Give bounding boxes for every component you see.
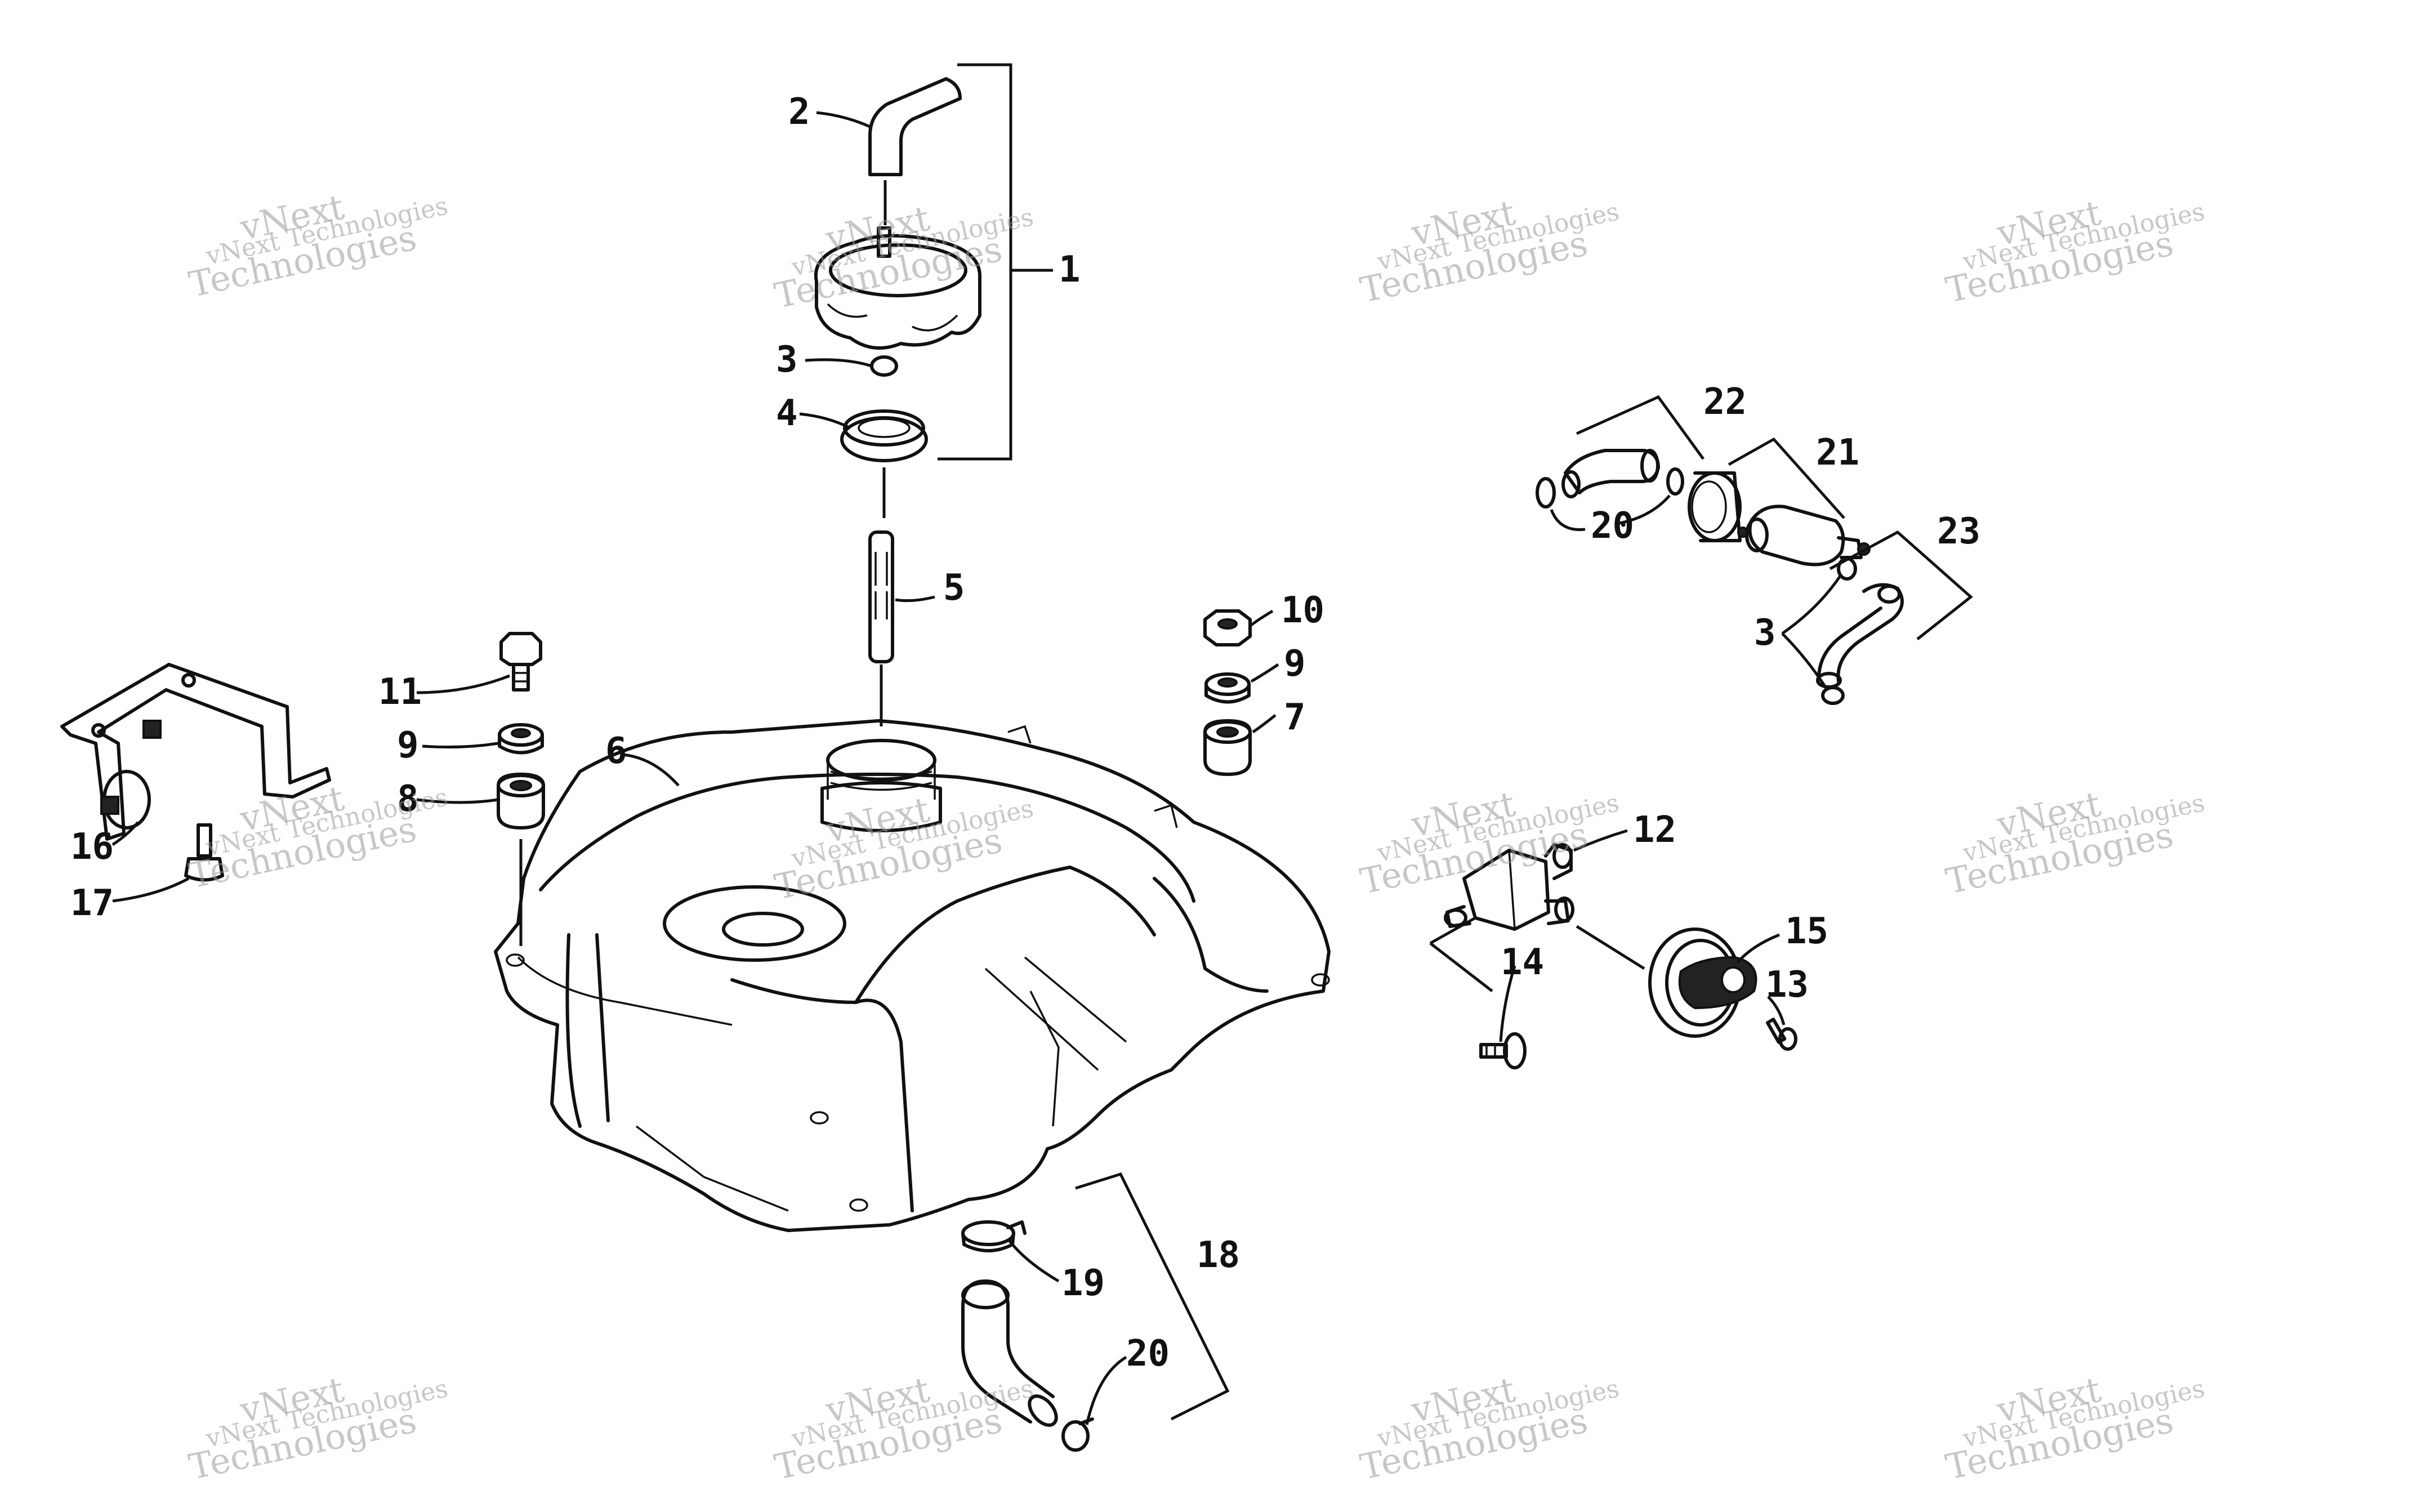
fuel-filter-21-part [1737,505,1871,567]
bolt-11-part [499,632,542,692]
watermark: vNext Technologies vNext Technologies [1942,192,2207,311]
watermark: vNext Technologies vNext Technologies [185,186,450,305]
callout-15: 15 [1785,911,1828,952]
callout-18: 18 [1197,1234,1240,1276]
watermark: vNext Technologies vNext Technologies [771,1369,1036,1488]
valve-lever-15-part [1648,927,1757,1038]
screw-14-part [1479,1032,1527,1069]
callout-5: 5 [943,567,965,609]
callout-1: 1 [1059,249,1081,291]
hose-clip-20-part [1536,467,1684,509]
nut-10-part [1203,609,1252,646]
watermark: vNext Technologies vNext Technologies [185,778,450,897]
callout-20-lower: 20 [1126,1333,1170,1375]
callout-labels: 1 2 3 4 5 6 7 8 9 9 10 11 12 13 14 15 16… [70,91,1980,1375]
callout-2: 2 [788,91,810,133]
fuel-tank-part [494,719,1331,1232]
callout-19: 19 [1061,1263,1105,1304]
callout-21: 21 [1816,432,1859,474]
assembly-bracket-23 [1829,530,1973,640]
bolt-17-part [184,823,224,882]
cap-gasket-part [840,409,928,518]
callout-4: 4 [776,393,798,434]
callout-17: 17 [70,882,114,924]
washer-9-left-part [498,723,544,755]
watermark: vNext Technologies vNext Technologies [1942,783,2207,902]
fuel-cap-part [814,226,981,350]
watermark: vNext Technologies vNext Technologies [1356,783,1622,902]
callout-16: 16 [70,826,114,868]
callout-10: 10 [1281,590,1324,631]
hose-23-part [1816,583,1904,689]
clip-3-lower-part [1821,557,1857,705]
callout-20-upper: 20 [1591,505,1634,547]
watermarks: vNext Technologies vNext Technologies vN… [185,186,2207,1488]
fuel-filter-tube-part [868,530,894,726]
cap-clip-part [870,355,898,377]
watermark: vNext Technologies vNext Technologies [1356,192,1622,311]
callout-9-left: 9 [397,725,419,766]
callout-9-right: 9 [1284,643,1306,685]
callout-11: 11 [378,671,422,713]
hose-18-part [961,1279,1058,1427]
callout-14: 14 [1501,942,1544,983]
screw-13-part [1765,1018,1797,1051]
watermark: vNext Technologies vNext Technologies [1942,1369,2207,1488]
grommet-7-part [1203,719,1252,776]
assembly-bracket-21 [1728,437,1845,519]
callout-12: 12 [1633,809,1676,851]
assembly-bracket-22 [1576,395,1705,460]
assembly-bracket-18 [1075,1172,1230,1421]
callout-3-cap: 3 [776,339,798,381]
grommet-8-part [497,773,545,829]
assembly-bracket-1 [938,63,1012,461]
callout-13: 13 [1765,964,1809,1006]
vent-hose-part [868,77,962,225]
clamp-21-part [1688,471,1742,542]
callout-8: 8 [397,778,419,820]
callout-6: 6 [605,730,627,772]
clamp-19-part [961,1220,1027,1252]
callout-23: 23 [1937,511,1980,552]
watermark: vNext Technologies vNext Technologies [185,1369,450,1488]
watermark: vNext Technologies vNext Technologies [1356,1369,1622,1488]
mounting-bracket-16-part [60,663,331,841]
hose-22-part [1561,449,1660,498]
callout-3-filter: 3 [1754,612,1776,654]
callout-22: 22 [1703,381,1747,423]
callout-7: 7 [1284,697,1306,738]
washer-9-right-part [1204,672,1251,704]
leader-lines [111,111,1843,1425]
